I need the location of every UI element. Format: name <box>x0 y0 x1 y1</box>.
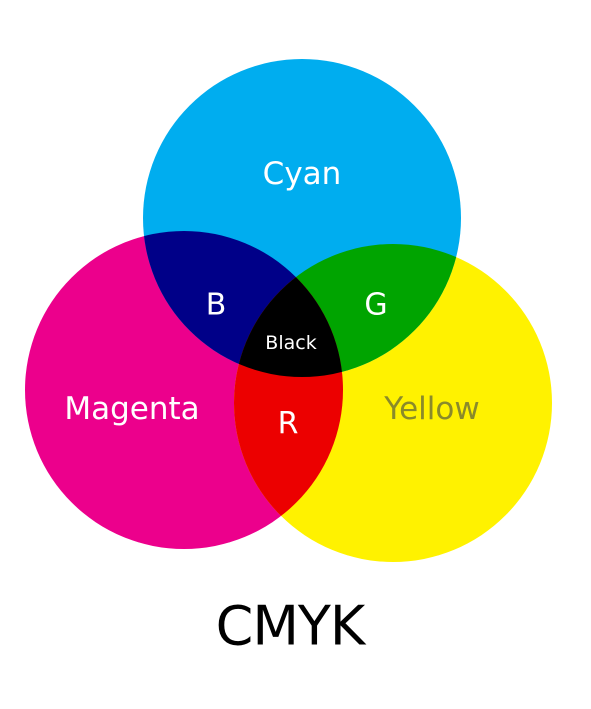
magenta-label: Magenta <box>64 391 199 427</box>
green-overlap-label: G <box>364 288 387 323</box>
center-overlap <box>234 244 343 377</box>
diagram-title: CMYK <box>216 595 367 658</box>
cyan-magenta-overlap <box>143 231 343 377</box>
blue-overlap-label: B <box>206 288 227 323</box>
yellow-label: Yellow <box>383 391 479 427</box>
cyan-label: Cyan <box>263 156 342 192</box>
red-overlap-label: R <box>278 407 299 442</box>
black-center-label: Black <box>265 332 316 354</box>
